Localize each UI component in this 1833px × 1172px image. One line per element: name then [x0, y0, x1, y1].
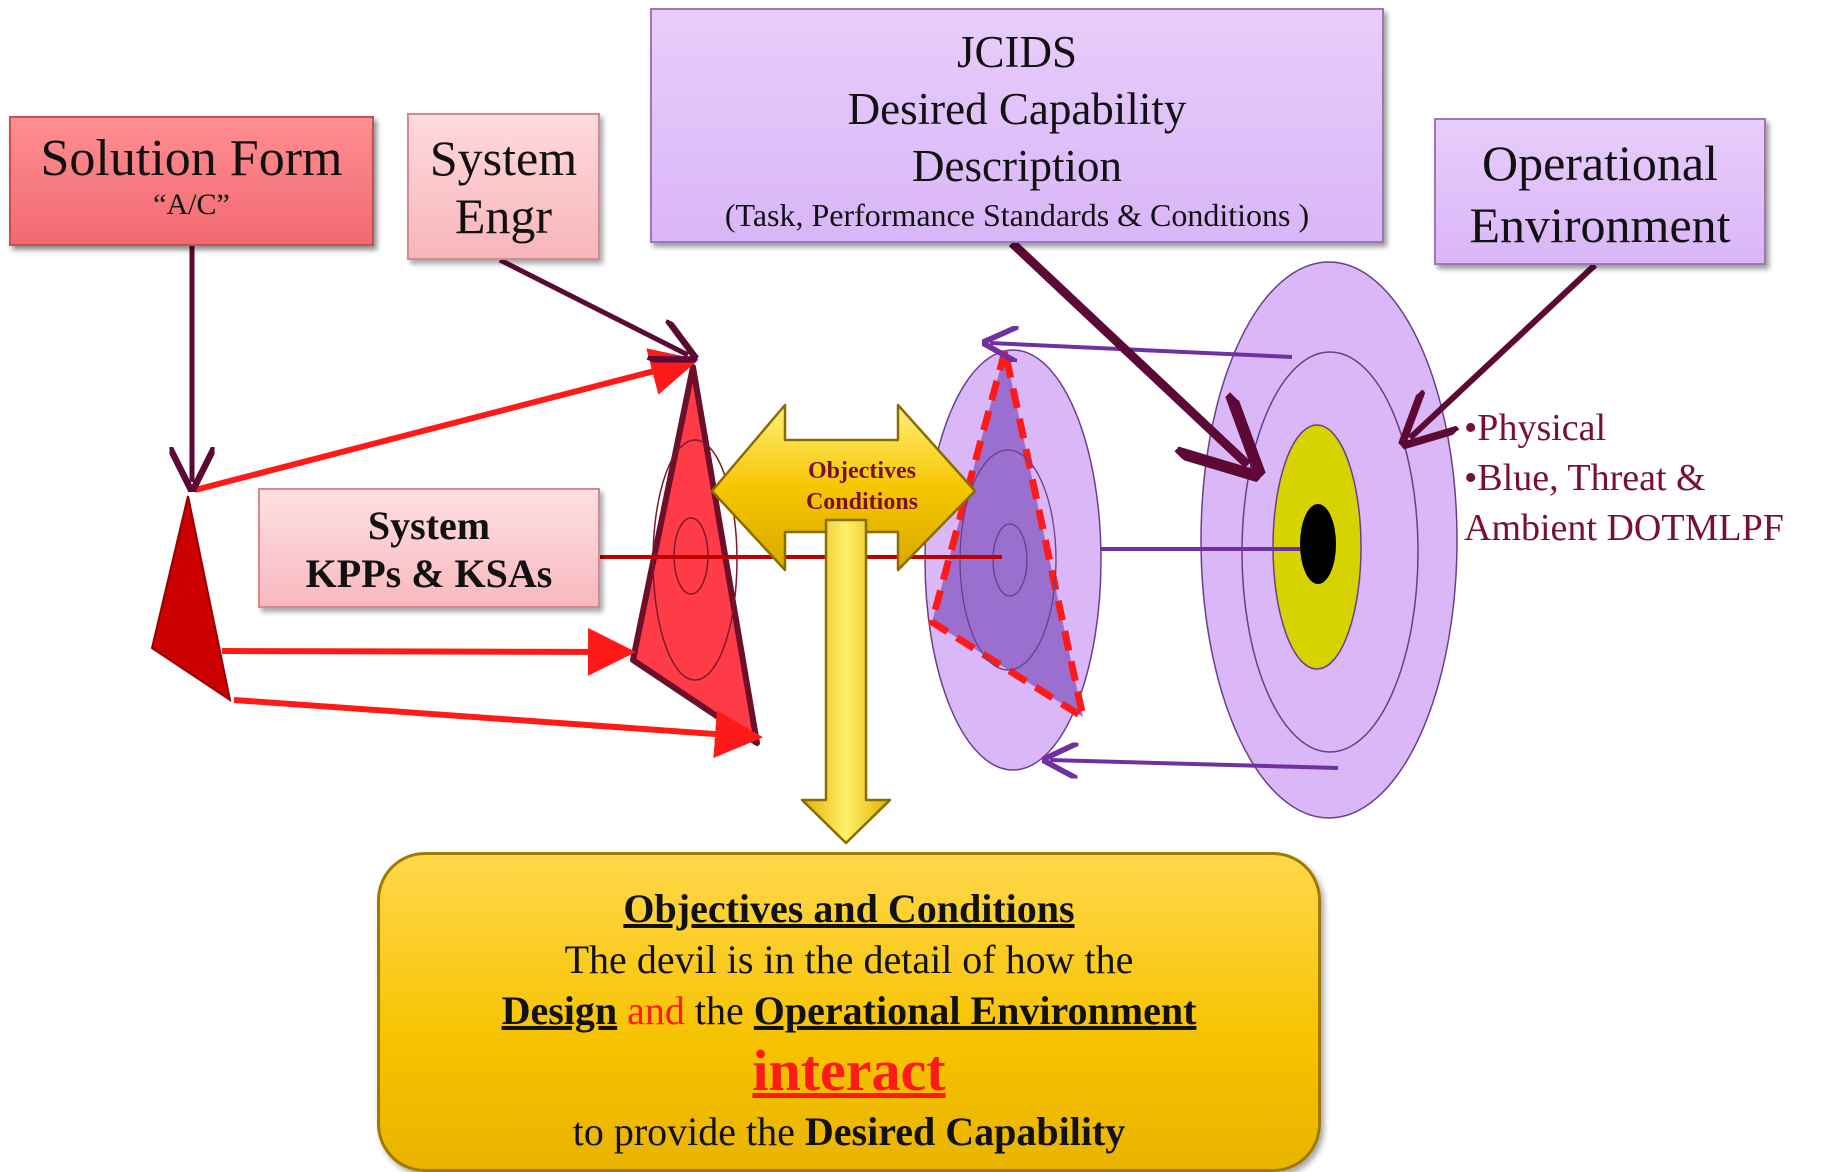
jcids-title: JCIDS [956, 27, 1078, 77]
operational-environment-line2: Environment [1469, 197, 1731, 253]
down-arrow [800, 518, 892, 845]
system-kpps-line2: KPPs & KSAs [305, 551, 553, 596]
summary-box: Objectives and Conditions The devil is i… [377, 852, 1321, 1172]
operational-environment-box: Operational Environment [1434, 118, 1766, 265]
summary-desired-capability: Desired Capability [804, 1109, 1126, 1154]
system-engr-line2: Engr [454, 188, 553, 244]
red-arrow-top [194, 348, 699, 493]
system-target-outer [652, 439, 738, 681]
summary-operational-environment: Operational Environment [753, 988, 1197, 1033]
double-arrow-label: Objectives Conditions [782, 456, 942, 518]
system-engr-box: System Engr [407, 113, 600, 260]
red-arrow-bottom [233, 697, 763, 758]
environment-item-physical: •Physical [1464, 407, 1607, 449]
summary-line1: The devil is in the detail of how the [564, 937, 1134, 982]
summary-the: the [694, 988, 744, 1033]
jcids-line2: Desired Capability [847, 84, 1187, 134]
jcids-box: JCIDS Desired Capability Description (Ta… [650, 8, 1384, 243]
jcids-line3: Description [912, 141, 1122, 191]
summary-line2: Design and the Operational Environment [380, 985, 1318, 1036]
summary-interact: interact [752, 1038, 946, 1103]
solution-form-box: Solution Form “A/C” [9, 116, 374, 246]
capability-target-inner [992, 523, 1028, 597]
system-kpps-line1: System [367, 503, 491, 548]
solution-form-title: Solution Form [40, 130, 343, 187]
environment-list: •Physical •Blue, Threat & Ambient DOTMLP… [1464, 403, 1784, 553]
operational-env-arrow [1410, 262, 1598, 438]
double-arrow-label-line1: Objectives [808, 458, 916, 484]
summary-line4: to provide the Desired Capability [380, 1106, 1318, 1157]
system-engr-arrow [498, 257, 688, 355]
capability-target-outer [959, 449, 1057, 671]
summary-design: Design [501, 988, 618, 1033]
system-kpps-box: System KPPs & KSAs [258, 488, 600, 608]
double-arrow-label-line2: Conditions [805, 489, 919, 515]
environment-item-ambient: Ambient DOTMLPF [1464, 507, 1784, 549]
solution-form-subtitle: “A/C” [153, 188, 230, 221]
operational-disc-bullseye [1300, 504, 1336, 584]
objectives-double-arrow [710, 403, 977, 572]
summary-and: and [627, 988, 685, 1033]
operational-environment-line1: Operational [1481, 135, 1718, 191]
purple-arrow-bottom [1050, 760, 1339, 768]
solution-triangle [150, 495, 232, 703]
purple-arrow-top [990, 343, 1293, 357]
summary-provide-prefix: to provide the [572, 1109, 795, 1154]
red-arrow-middle [221, 627, 636, 676]
summary-heading: Objectives and Conditions [623, 886, 1075, 931]
jcids-arrow [1008, 239, 1248, 465]
jcids-line4: (Task, Performance Standards & Condition… [724, 197, 1310, 233]
system-engr-line1: System [429, 130, 578, 186]
environment-item-blue-threat: •Blue, Threat & [1464, 457, 1706, 499]
